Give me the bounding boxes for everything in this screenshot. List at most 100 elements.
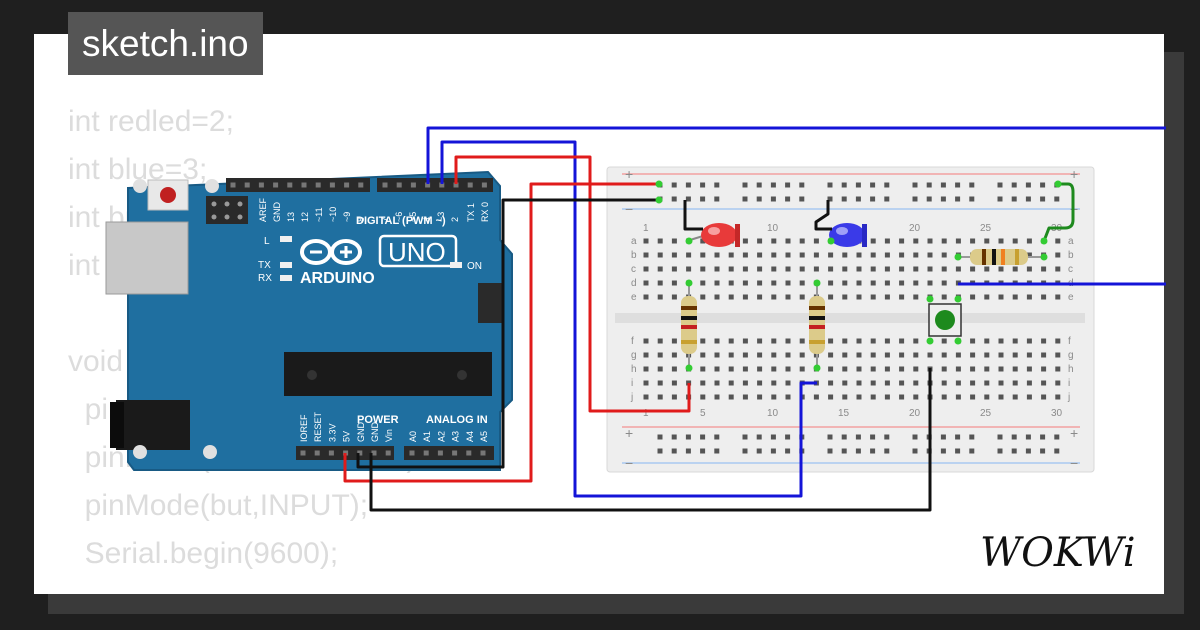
digital-pin-label: 13 bbox=[286, 212, 296, 222]
digital-pin-label: ~10 bbox=[328, 207, 338, 222]
on-label: ON bbox=[467, 261, 482, 272]
red-led[interactable] bbox=[689, 223, 740, 247]
file-title-tab: sketch.ino bbox=[68, 12, 263, 75]
column-number: 1 bbox=[643, 408, 649, 419]
row-letter: g bbox=[631, 350, 637, 361]
digital-pin-label: ~9 bbox=[342, 212, 352, 222]
push-button[interactable] bbox=[928, 303, 962, 337]
power-pin-label: GND bbox=[356, 422, 366, 443]
digital-header-right bbox=[377, 178, 493, 192]
column-number: 1 bbox=[643, 223, 649, 234]
digital-pin-label: RX 0 bbox=[480, 202, 490, 222]
wire-red-led-gnd bbox=[683, 200, 703, 231]
wire-5v bbox=[343, 182, 659, 483]
analog-label: ANALOG IN bbox=[426, 414, 488, 426]
row-letter: i bbox=[1068, 378, 1070, 389]
rail-plus-label: + bbox=[625, 425, 633, 441]
digital-pin-label: TX 1 bbox=[466, 203, 476, 222]
code-line: int redled=2; bbox=[68, 105, 234, 138]
row-letter: g bbox=[1068, 350, 1074, 361]
digital-pin-label: ~11 bbox=[314, 207, 324, 222]
power-pin-label: RESET bbox=[313, 411, 323, 442]
uno-label: UNO bbox=[388, 237, 446, 267]
wire-gnd-button bbox=[369, 368, 932, 512]
column-number: 15 bbox=[838, 408, 850, 419]
power-label: POWER bbox=[357, 414, 399, 426]
wire-5v-button bbox=[1042, 182, 1075, 242]
power-jack bbox=[116, 400, 190, 450]
resistor-red-led bbox=[681, 283, 697, 368]
analog-header bbox=[404, 446, 494, 460]
led-rx bbox=[280, 275, 292, 281]
arduino-logo bbox=[300, 239, 362, 265]
resistor-button bbox=[958, 249, 1044, 265]
wire-pin2 bbox=[454, 155, 691, 413]
row-letter: c bbox=[631, 264, 636, 275]
wire-blue-led-gnd bbox=[814, 200, 832, 231]
code-line: Serial.begin(9600); bbox=[68, 537, 339, 570]
wokwi-logo-text: WOKWi bbox=[980, 530, 1136, 576]
wire-pin3 bbox=[440, 140, 817, 498]
led-on bbox=[450, 262, 462, 268]
digital-header-left bbox=[226, 178, 370, 192]
column-number: 25 bbox=[980, 223, 992, 234]
digital-label: DIGITAL (PWM ~) bbox=[356, 215, 446, 227]
column-number: 10 bbox=[767, 408, 779, 419]
column-number: 5 bbox=[700, 408, 706, 419]
rail-minus-label: − bbox=[1070, 455, 1078, 471]
row-letter: e bbox=[631, 292, 637, 303]
digital-pin-label: ~5 bbox=[408, 212, 418, 222]
digital-pin-label: ~6 bbox=[394, 212, 404, 222]
breadboard: + − + − + − + − 1 10 20 25 30 1 5 10 15 … bbox=[606, 166, 1095, 473]
rx-label: RX bbox=[258, 273, 272, 284]
led-l-label: L bbox=[264, 236, 270, 247]
row-letter: a bbox=[1068, 236, 1074, 247]
analog-pin-label: A5 bbox=[479, 431, 489, 442]
wire-pin4 bbox=[426, 126, 1166, 184]
row-letter: h bbox=[1068, 364, 1074, 375]
rail-plus-label: + bbox=[1070, 166, 1078, 182]
rail-minus-label: − bbox=[625, 201, 633, 217]
row-letter: h bbox=[631, 364, 637, 375]
connection-points bbox=[655, 180, 1062, 372]
blue-led[interactable] bbox=[829, 223, 867, 247]
power-pin-label: Vin bbox=[384, 429, 394, 442]
power-pin-label: GND bbox=[370, 422, 380, 443]
column-number: 25 bbox=[980, 408, 992, 419]
wire-gnd-rail bbox=[356, 198, 659, 469]
row-letter: e bbox=[1068, 292, 1074, 303]
analog-pin-label: A0 bbox=[408, 431, 418, 442]
row-letter: d bbox=[631, 278, 637, 289]
column-number: 30 bbox=[1051, 408, 1063, 419]
wires bbox=[343, 126, 1166, 512]
resistor-blue-led bbox=[809, 283, 825, 368]
power-pin-label: 5V bbox=[342, 431, 352, 442]
analog-pin-label: A4 bbox=[465, 431, 475, 442]
arduino-label: ARDUINO bbox=[300, 270, 375, 287]
wokwi-logo: WOKWi bbox=[980, 530, 1136, 576]
row-letter: a bbox=[631, 236, 637, 247]
digital-pin-label: 12 bbox=[300, 212, 310, 222]
row-letter: j bbox=[630, 392, 633, 403]
digital-pin-label: AREF bbox=[258, 197, 268, 222]
rail-plus-label: + bbox=[625, 166, 633, 182]
row-letter: j bbox=[1067, 392, 1070, 403]
led-tx bbox=[280, 262, 292, 268]
analog-pin-label: A1 bbox=[422, 431, 432, 442]
rail-minus-label: − bbox=[625, 455, 633, 471]
digital-pin-label: 7 bbox=[380, 217, 390, 222]
code-line: pinMode(but,INPUT); bbox=[68, 489, 369, 522]
usb-port bbox=[105, 221, 189, 295]
power-pin-label: 3.3V bbox=[327, 423, 337, 442]
digital-pin-label: 4 bbox=[422, 217, 432, 222]
rail-plus-label: + bbox=[1070, 425, 1078, 441]
code-line: int blue=3; bbox=[68, 153, 208, 186]
tx-label: TX bbox=[258, 260, 271, 271]
column-number: 20 bbox=[909, 223, 921, 234]
row-letter: b bbox=[1068, 250, 1074, 261]
digital-pin-label: 2 bbox=[450, 217, 460, 222]
row-letter: f bbox=[1068, 336, 1071, 347]
code-line: int bbox=[68, 249, 100, 282]
arduino-uno-board: ARDUINO UNO DIGITAL (PWM ~) POWER ANALOG… bbox=[105, 170, 513, 471]
